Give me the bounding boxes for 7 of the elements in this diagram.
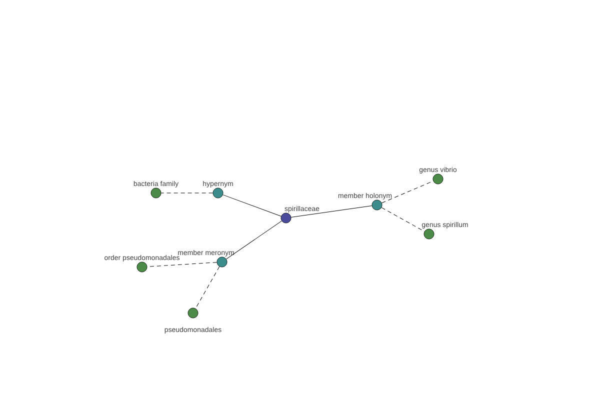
connector xyxy=(226,220,282,260)
connector xyxy=(160,192,214,194)
connector xyxy=(290,206,372,218)
connector xyxy=(382,180,434,204)
connector xyxy=(222,194,282,216)
connector xyxy=(195,266,220,309)
connector xyxy=(381,207,425,232)
